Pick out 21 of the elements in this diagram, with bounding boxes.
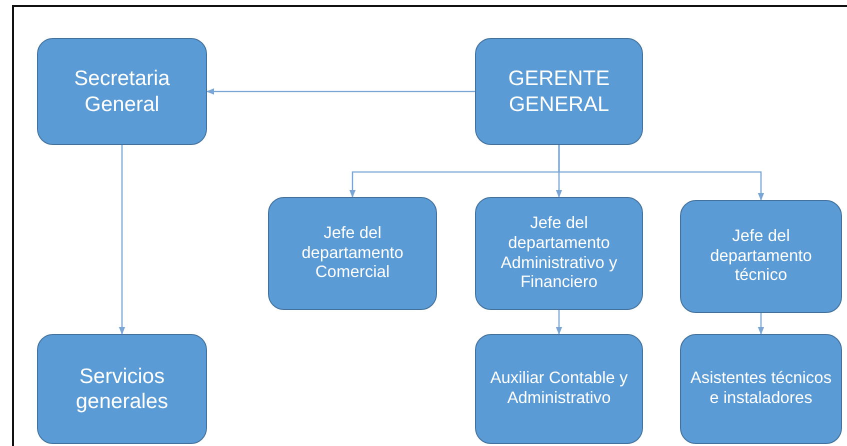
role-title: GERENTE GENERAL bbox=[507, 66, 611, 117]
connector-arrow bbox=[556, 310, 562, 335]
role-title: Jefe del departamento técnico bbox=[709, 226, 813, 286]
org-box bbox=[268, 197, 437, 310]
org-box bbox=[680, 334, 842, 444]
org-box bbox=[475, 38, 643, 145]
org-box bbox=[475, 334, 643, 444]
org-box bbox=[37, 38, 207, 145]
role-title: Asistentes técnicos e instaladores bbox=[689, 369, 833, 409]
role-title: Jefe del departamento Comercial bbox=[300, 224, 404, 284]
connector-arrow bbox=[118, 145, 126, 335]
org-box bbox=[475, 197, 643, 310]
org-box bbox=[37, 334, 207, 444]
org-box bbox=[680, 200, 842, 313]
connector-arrow bbox=[206, 88, 475, 95]
role-title: Jefe del departamento Administrativo y Financiero bbox=[500, 214, 618, 294]
role-title: Auxiliar Contable y Administrativo bbox=[489, 369, 629, 409]
connector-arrow bbox=[558, 145, 764, 201]
connector-arrow bbox=[758, 313, 764, 335]
role-title: Secretaria General bbox=[73, 66, 171, 117]
role-title: Servicios generales bbox=[74, 364, 170, 414]
